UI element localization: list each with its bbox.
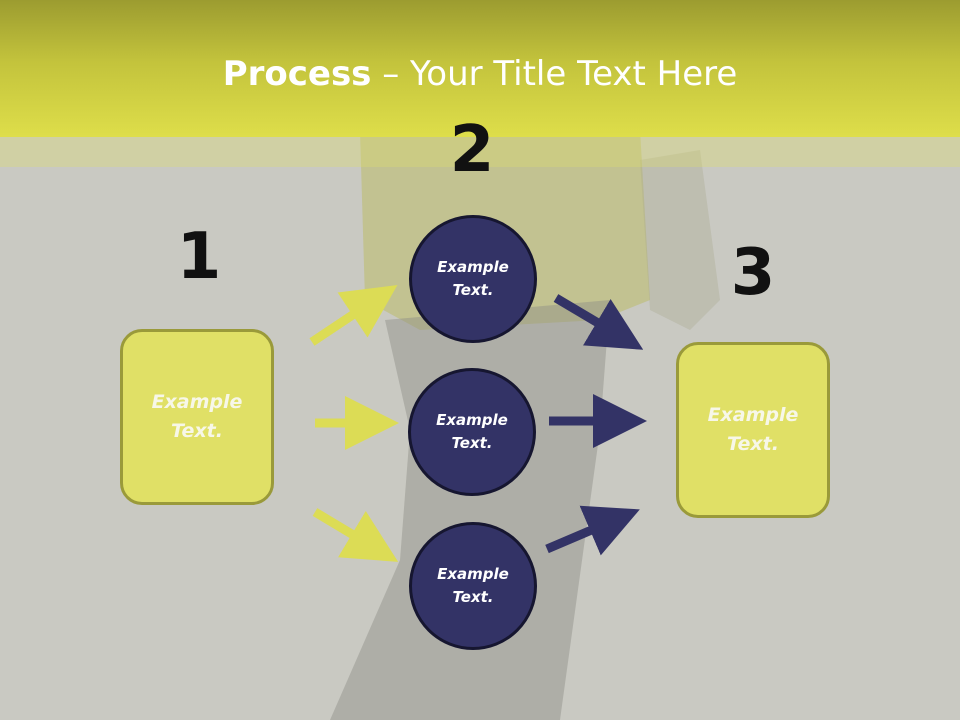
step-number-1: 1 xyxy=(176,220,222,294)
circle-bottom-line1: Example xyxy=(437,565,509,583)
circle-middle: Example Text. xyxy=(408,368,536,496)
left-box: Example Text. xyxy=(120,329,274,505)
circle-bottom-line2: Text. xyxy=(452,588,494,606)
circle-bottom-text: Example Text. xyxy=(437,563,509,609)
circle-top: Example Text. xyxy=(409,215,537,343)
circle-middle-line2: Text. xyxy=(451,434,493,452)
title-bold: Process xyxy=(222,54,372,94)
circle-top-line2: Text. xyxy=(452,281,494,299)
left-box-text: Example Text. xyxy=(152,388,243,446)
left-box-line1: Example xyxy=(151,391,243,413)
title-rest: – Your Title Text Here xyxy=(371,54,738,94)
circle-bottom: Example Text. xyxy=(409,522,537,650)
arrow-left-to-bottom xyxy=(312,508,399,562)
step-number-2: 2 xyxy=(449,113,495,187)
right-box-line1: Example xyxy=(707,404,799,426)
title-strip xyxy=(0,137,960,167)
left-box-line2: Text. xyxy=(171,420,223,442)
right-box: Example Text. xyxy=(676,342,830,518)
step-number-3: 3 xyxy=(730,236,776,310)
circle-middle-text: Example Text. xyxy=(436,409,508,455)
circle-top-text: Example Text. xyxy=(437,256,509,302)
circle-middle-line1: Example xyxy=(436,411,508,429)
circle-top-line1: Example xyxy=(437,258,509,276)
slide-title: Process – Your Title Text Here xyxy=(0,52,960,96)
right-box-line2: Text. xyxy=(727,433,779,455)
arrow-bottom-to-right xyxy=(545,505,640,556)
right-box-text: Example Text. xyxy=(708,401,799,459)
arrow-top-to-right xyxy=(553,294,644,350)
arrow-left-to-top xyxy=(309,285,398,346)
title-band xyxy=(0,0,960,137)
